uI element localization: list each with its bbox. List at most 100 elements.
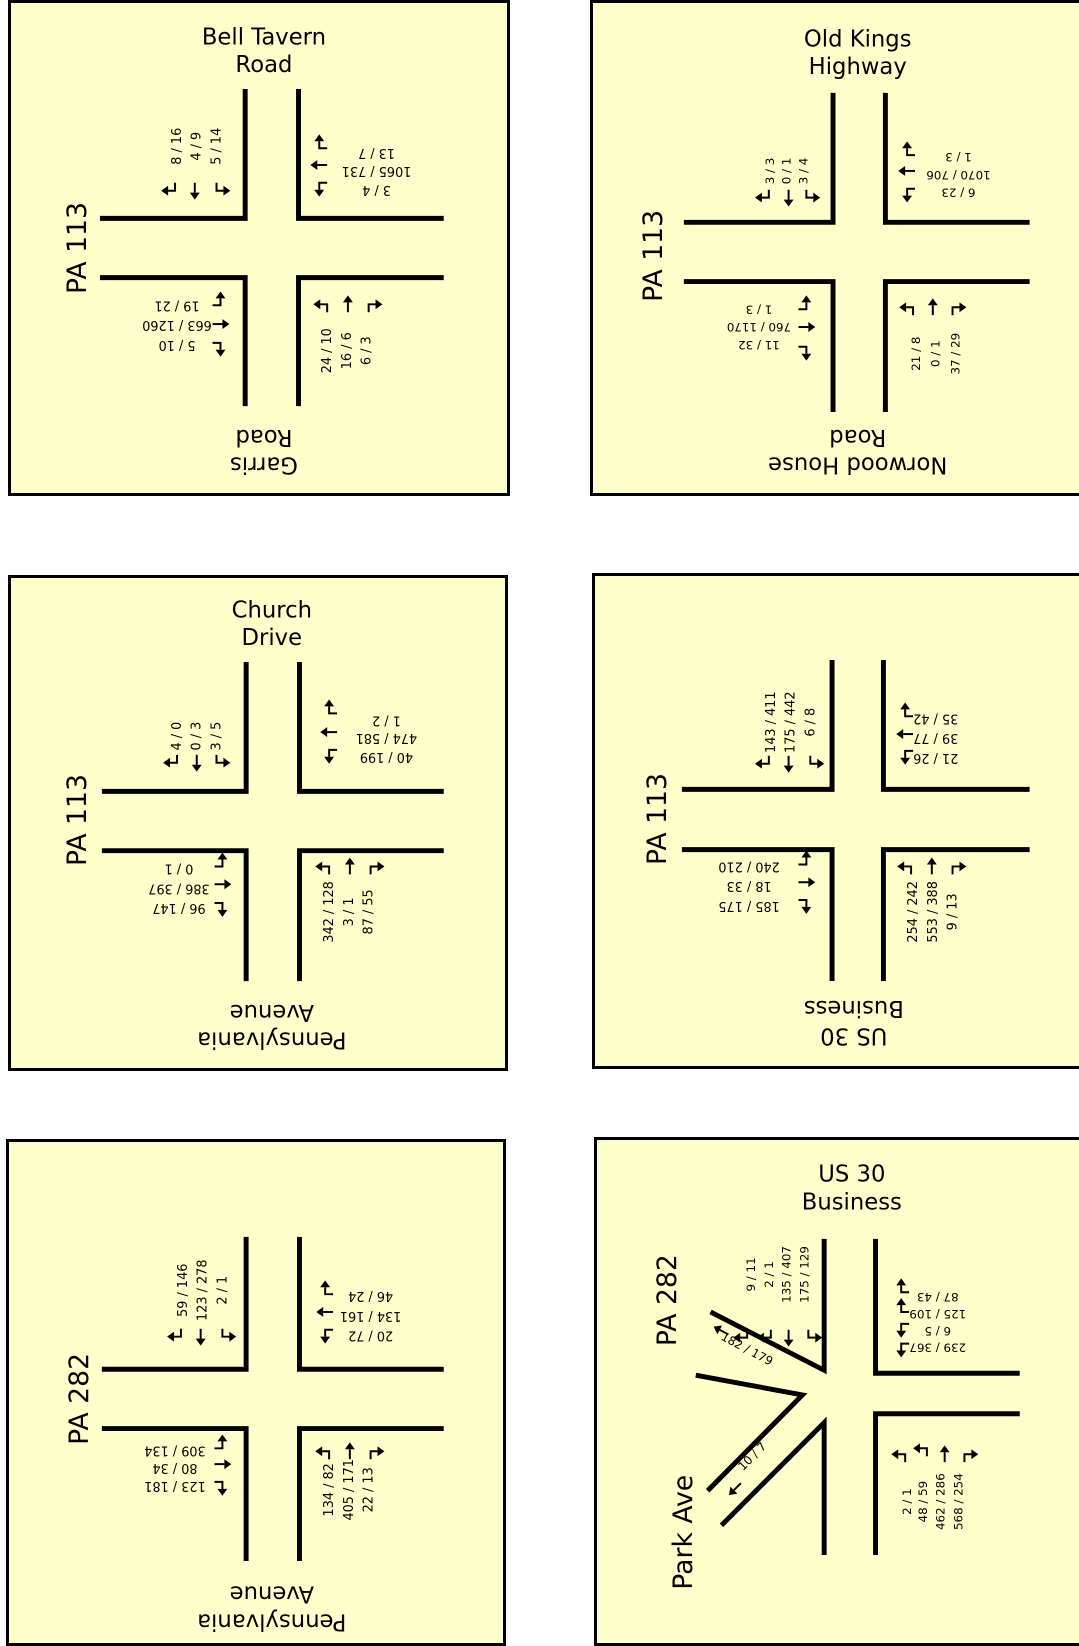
wb-through-volume: 6 / 5 — [924, 1324, 951, 1338]
wb-right-arrow-icon — [313, 133, 329, 150]
nb-through-volume: 405 / 171 — [342, 1459, 357, 1520]
nb-right-volume: 87 / 55 — [362, 889, 377, 934]
nb-left-volume: 21 / 8 — [909, 337, 923, 371]
north-road-label-line1: Church — [232, 598, 312, 624]
wb-far-right-volume: 87 / 43 — [917, 1290, 959, 1304]
nb-right-arrow-icon — [369, 1445, 386, 1461]
west-road-label: PA 282 — [652, 1254, 683, 1346]
west-road-label: PA 113 — [642, 773, 673, 865]
south-road-label-line2: Road — [235, 424, 292, 450]
road-edges — [101, 1236, 444, 1561]
eb-left-arrow-icon — [797, 294, 813, 311]
wb-through-arrow-icon — [895, 728, 915, 741]
wb-right-volume: 35 / 42 — [913, 710, 958, 725]
sb-right-volume: 2 / 1 — [215, 1276, 230, 1305]
eb-left-volume: 309 / 134 — [144, 1442, 205, 1457]
nb-left-volume: 134 / 82 — [322, 1463, 337, 1516]
eb-left-arrow-icon — [213, 1433, 229, 1450]
wb-right-arrow-icon — [323, 698, 339, 715]
wb-through-volume: 134 / 161 — [340, 1308, 401, 1323]
wb-left-volume: 239 / 367 — [909, 1341, 966, 1355]
wb-through-arrow-icon — [309, 159, 329, 171]
sb-left-volume: 8 / 16 — [170, 128, 185, 165]
south-road-label-line2: Business — [804, 995, 904, 1021]
sb-right-arrow-icon — [807, 1328, 824, 1344]
wb-through-volume: 39 / 77 — [913, 730, 958, 745]
road-edges — [681, 659, 1030, 982]
sb-right-arrow-icon — [809, 754, 826, 770]
sb-left-arrow-icon — [162, 753, 178, 769]
sb-right-volume: 3 / 4 — [796, 158, 810, 185]
eb-through-arrow-icon — [213, 878, 233, 891]
park-ave-arrow-icon — [724, 1478, 746, 1500]
nb-left-volume: 342 / 128 — [322, 881, 337, 942]
north-road-label-line2: Highway — [809, 54, 907, 80]
wb-left-volume: 3 / 4 — [362, 182, 391, 197]
nb-bear-left-volume: 48 / 59 — [916, 1481, 930, 1523]
sb-through-arrow-icon — [188, 181, 201, 201]
nb-through-arrow-icon — [925, 856, 938, 876]
wb-right-volume: 125 / 109 — [909, 1307, 966, 1321]
wb-through-arrow-icon — [895, 1322, 911, 1339]
intersection-panel-2: Old Kings Highway Norwood House Road PA … — [590, 0, 1079, 496]
nb-left-arrow-icon — [314, 860, 331, 876]
sb-left-volume: 4 / 0 — [170, 722, 185, 751]
sb-right-volume: 6 / 8 — [803, 708, 818, 737]
nb-left-arrow-icon — [896, 860, 913, 876]
eb-through-volume: 18 / 33 — [727, 878, 772, 893]
sb-left-volume: 9 / 11 — [744, 1257, 758, 1291]
eb-right-volume: 5 / 10 — [159, 337, 196, 352]
eb-left-arrow-icon — [211, 290, 227, 307]
nb-left-arrow-icon — [898, 301, 915, 317]
wb-left-volume: 21 / 26 — [913, 750, 958, 765]
south-road-label-line2: Avenue — [230, 1581, 314, 1607]
south-road-label-line2: Road — [829, 424, 886, 450]
wb-left-arrow-icon — [313, 181, 329, 198]
sb-through-arrow-icon — [782, 188, 795, 208]
eb-left-volume: 0 / 1 — [165, 860, 194, 875]
eb-right-volume: 11 / 32 — [738, 338, 780, 352]
sb-through-volume: 4 / 9 — [190, 132, 205, 161]
intersection-panel-3: Church Drive Pennsylvania Avenue PA 113 … — [8, 575, 508, 1071]
wb-left-arrow-icon — [899, 749, 915, 766]
nb-right-arrow-icon — [963, 1448, 980, 1464]
wb-right-arrow-icon — [319, 1279, 335, 1296]
eb-right-volume: 185 / 175 — [718, 898, 779, 913]
sb-through-volume: 123 / 278 — [196, 1260, 211, 1321]
wb-left-arrow-icon — [323, 748, 339, 765]
eb-left-volume: 240 / 210 — [718, 858, 779, 873]
nb-left-volume: 254 / 242 — [906, 881, 921, 942]
nb-bear-left-arrow-icon — [912, 1442, 928, 1458]
sb-right-arrow-icon — [215, 753, 232, 769]
south-road-label-line1: US 30 — [820, 1022, 887, 1048]
nb-left-arrow-icon — [312, 298, 329, 314]
sb-through-arrow-icon — [782, 1328, 795, 1348]
sb-through-arrow-icon — [194, 1327, 207, 1347]
eb-left-volume: 1 / 3 — [746, 302, 773, 316]
nb-through-volume: 0 / 1 — [929, 340, 943, 367]
nb-left-volume: 24 / 10 — [320, 328, 335, 373]
eb-right-arrow-icon — [213, 902, 229, 918]
eb-through-volume: 760 / 1170 — [727, 320, 791, 334]
sb-right-arrow-icon — [221, 1327, 238, 1343]
sb-through-volume: 175 / 442 — [784, 691, 799, 752]
wb-through-volume: 1065 / 731 — [342, 163, 412, 178]
wb-through-arrow-icon — [319, 726, 339, 739]
south-road-label-line1: Pennsylvania — [197, 1026, 346, 1052]
sb-right-arrow-icon — [805, 188, 822, 204]
sb-through-volume: 0 / 3 — [190, 722, 205, 751]
nb-through-arrow-icon — [343, 1441, 356, 1461]
intersection-panel-5: Pennsylvania Avenue PA 282 59 / 146 123 … — [6, 1139, 506, 1646]
eb-through-arrow-icon — [211, 318, 231, 330]
nb-through-arrow-icon — [926, 297, 939, 317]
sb-left-arrow-icon — [160, 181, 177, 197]
eb-left-arrow-icon — [797, 849, 813, 866]
nb-left-volume: 2 / 1 — [900, 1488, 914, 1515]
road-edges — [695, 1238, 1020, 1555]
sb-right-arrow-icon — [215, 181, 232, 197]
wb-left-arrow-icon — [901, 187, 917, 204]
sb-left-arrow-icon — [166, 1327, 182, 1343]
south-road-label-line2: Avenue — [230, 999, 314, 1025]
west-road-label: PA 282 — [64, 1353, 95, 1445]
wb-through-arrow-icon — [315, 1306, 335, 1318]
